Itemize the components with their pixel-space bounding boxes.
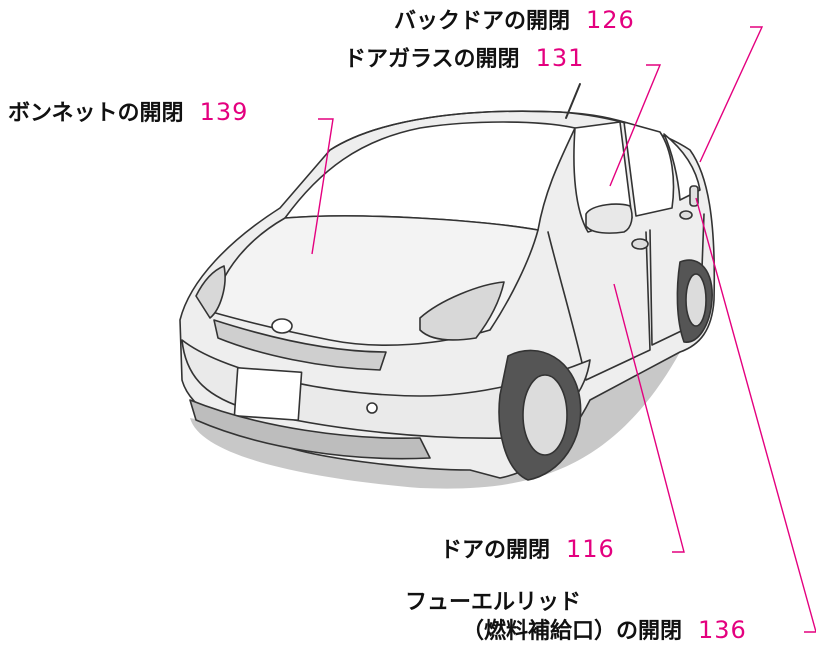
- rear-door-handle: [679, 210, 693, 220]
- lower-grille: [189, 399, 431, 460]
- side-mirror: [585, 203, 633, 234]
- fuel-lid: [689, 185, 699, 207]
- callout-door-label: ドアの開閉: [440, 538, 551, 563]
- rear-side-window: [623, 121, 675, 217]
- callout-back-door-page: 126: [586, 6, 635, 34]
- grille: [213, 319, 387, 371]
- front-wheel-hub: [522, 374, 568, 456]
- emblem: [271, 318, 293, 334]
- callout-door-glass-label: ドアガラスの開閉: [344, 47, 520, 72]
- callout-bonnet-page: 139: [199, 98, 249, 126]
- car-illustration: [179, 83, 716, 489]
- front-door-handle: [631, 238, 649, 250]
- leader-door: [613, 283, 685, 553]
- callout-fuel-lid-page: 136: [698, 616, 747, 644]
- callout-fuel-lid-label-line2: （燃料補給口）の開閉: [462, 619, 683, 644]
- callout-back-door-label: バックドアの開閉: [394, 9, 571, 34]
- callout-door-glass: ドアガラスの開閉 131: [344, 45, 584, 73]
- callout-door-page: 116: [566, 535, 615, 563]
- windshield: [284, 121, 576, 231]
- callout-fuel-lid-line1: フューエルリッド: [405, 590, 581, 616]
- rear-wheel-hub: [685, 273, 707, 327]
- license-plate: [233, 367, 303, 421]
- callout-fuel-lid-line2: （燃料補給口）の開閉 136: [462, 617, 747, 645]
- callout-door: ドアの開閉 116: [440, 536, 615, 564]
- callout-back-door: バックドアの開閉 126: [394, 7, 635, 35]
- antenna: [565, 83, 581, 119]
- callout-bonnet-label: ボンネットの開閉: [8, 101, 184, 126]
- front-door-outline: [547, 231, 651, 381]
- left-headlight: [195, 265, 226, 319]
- leader-bonnet: [311, 118, 334, 255]
- right-headlight: [419, 281, 505, 341]
- leader-door-glass: [609, 64, 662, 187]
- roof-edge: [329, 110, 651, 151]
- fog-light: [366, 402, 378, 414]
- callout-bonnet: ボンネットの開閉 139: [8, 99, 248, 127]
- leader-fuel-lid: [695, 197, 816, 633]
- callout-door-glass-page: 131: [535, 44, 585, 72]
- callout-fuel-lid-label-line1: フューエルリッド: [405, 590, 582, 615]
- leader-lines: [311, 26, 816, 633]
- leader-back-door: [699, 26, 764, 163]
